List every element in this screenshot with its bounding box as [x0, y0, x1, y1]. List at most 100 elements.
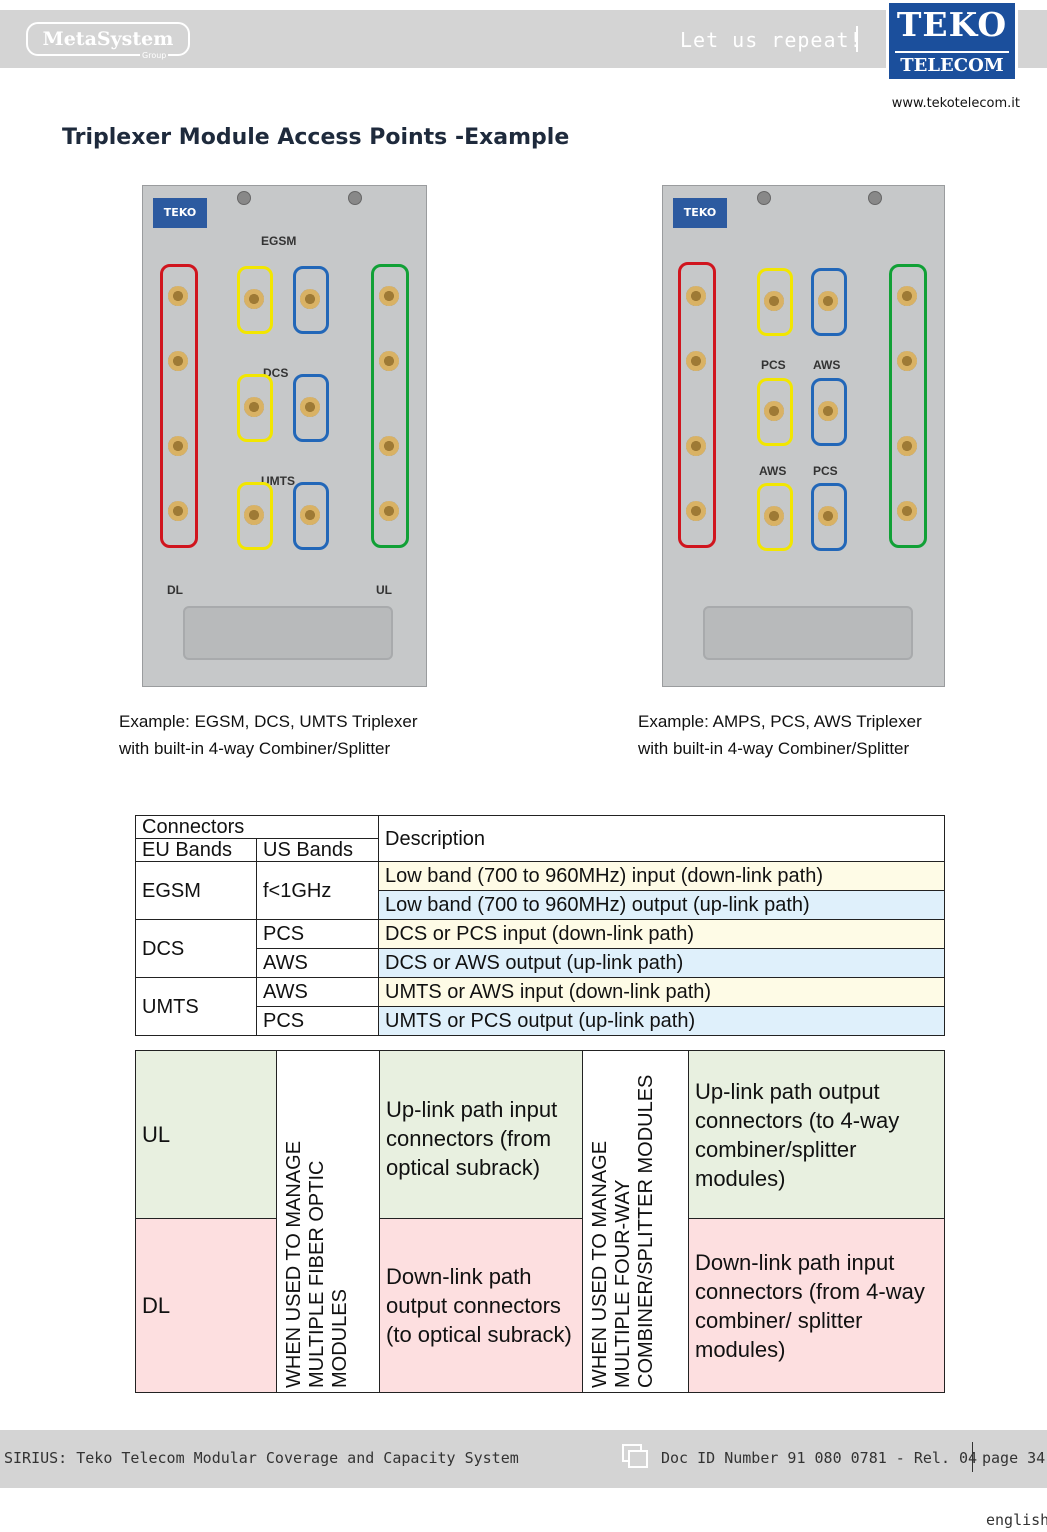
egsm-output-box	[293, 266, 329, 334]
splitter-note-cell: WHEN USED TO MANAGE MULTIPLE FOUR-WAY CO…	[582, 1050, 689, 1393]
description-cell: DCS or AWS output (up-link path)	[378, 948, 945, 978]
ul-connector-group	[371, 264, 409, 548]
connector-icon	[764, 506, 784, 526]
connector-icon	[168, 286, 188, 306]
website-link[interactable]: www.tekotelecom.it	[891, 96, 1020, 111]
connector-icon	[897, 436, 917, 456]
connector-icon	[818, 291, 838, 311]
connector-icon	[897, 501, 917, 521]
header-divider	[856, 26, 858, 52]
dl-connector-group	[678, 262, 716, 548]
teko-logo-divider	[895, 51, 1009, 53]
umts-output-box	[293, 482, 329, 550]
dl-connector-group	[160, 264, 198, 548]
connector-icon	[764, 401, 784, 421]
connector-icon	[244, 289, 264, 309]
connector-icon	[686, 286, 706, 306]
document-icon-back	[628, 1450, 648, 1468]
dl-cell: DL	[135, 1218, 277, 1393]
table-row: Low band (700 to 960MHz) output (up-link…	[136, 890, 945, 920]
page-title: Triplexer Module Access Points -Example	[62, 125, 570, 150]
pcs-output-box	[811, 483, 847, 551]
tagline: Let us repeat!	[680, 28, 863, 52]
connector-icon	[300, 397, 320, 417]
ul-fiber-cell: Up-link path input connectors (from opti…	[379, 1050, 583, 1219]
connector-icon	[818, 506, 838, 526]
screw-icon	[348, 191, 362, 205]
connector-icon	[244, 505, 264, 525]
aws-output-box	[811, 378, 847, 446]
table-row: DL Down-link path output connectors (to …	[135, 1218, 945, 1393]
connector-icon	[300, 505, 320, 525]
description-header: Description	[378, 815, 945, 862]
umts-input-box	[237, 482, 273, 550]
ul-label: UL	[376, 583, 392, 597]
us-band-cell: AWS	[256, 948, 379, 978]
module-handle	[183, 606, 393, 660]
description-cell: Low band (700 to 960MHz) output (up-link…	[378, 890, 945, 920]
caption-right-line1: Example: AMPS, PCS, AWS Triplexer	[638, 712, 922, 731]
aws-label: AWS	[813, 358, 841, 372]
connector-icon	[764, 291, 784, 311]
table-row: UMTS AWS UMTS or AWS input (down-link pa…	[135, 977, 945, 1036]
connector-icon	[168, 501, 188, 521]
caption-right-line2: with built-in 4-way Combiner/Splitter	[638, 739, 910, 758]
us-band-cell: f<1GHz	[256, 861, 379, 920]
pcs-label: PCS	[761, 358, 786, 372]
connector-icon	[686, 351, 706, 371]
header-bar	[0, 10, 1047, 68]
table-row: PCS UMTS or PCS output (up-link path)	[136, 1006, 945, 1036]
dcs-input-box	[237, 374, 273, 442]
connector-icon	[686, 436, 706, 456]
connector-icon	[300, 289, 320, 309]
connector-icon	[897, 351, 917, 371]
low-input-box	[757, 268, 793, 336]
us-band-cell: PCS	[256, 919, 379, 949]
description-cell: UMTS or AWS input (down-link path)	[378, 977, 945, 1007]
metasystem-group-label: Group	[140, 51, 169, 60]
connector-icon	[818, 401, 838, 421]
connector-icon	[897, 286, 917, 306]
pcs-input-box	[757, 378, 793, 446]
screw-icon	[868, 191, 882, 205]
ul-cell: UL	[135, 1050, 277, 1219]
table-row: EGSM f<1GHz Low band (700 to 960MHz) inp…	[135, 861, 945, 920]
connector-icon	[379, 436, 399, 456]
footer-divider	[972, 1442, 973, 1472]
module-handle	[703, 606, 913, 660]
teko-logo-bottom: TELECOM	[900, 55, 1004, 76]
eu-band-cell: EGSM	[135, 861, 257, 920]
aws-input-box	[757, 483, 793, 551]
table-row: DCS PCS DCS or PCS input (down-link path…	[135, 919, 945, 978]
description-cell: DCS or PCS input (down-link path)	[378, 919, 945, 949]
us-band-cell: AWS	[256, 977, 379, 1007]
connectors-header: Connectors	[135, 815, 379, 839]
dl-fiber-cell: Down-link path output connectors (to opt…	[379, 1218, 583, 1393]
footer-doc-id: Doc ID Number 91 080 0781 - Rel. 04	[661, 1449, 978, 1467]
screw-icon	[237, 191, 251, 205]
footer-system-name: SIRIUS: Teko Telecom Modular Coverage an…	[4, 1449, 519, 1467]
ul-dl-table: UL WHEN USED TO MANAGE MULTIPLE FIBER OP…	[135, 1050, 945, 1393]
fiber-note-cell: WHEN USED TO MANAGE MULTIPLE FIBER OPTIC…	[276, 1050, 380, 1393]
connector-icon	[168, 436, 188, 456]
metasystem-logo: MetaSystem	[26, 22, 190, 56]
caption-left-line1: Example: EGSM, DCS, UMTS Triplexer	[119, 712, 418, 731]
caption-right: Example: AMPS, PCS, AWS Triplexer with b…	[638, 708, 978, 762]
egsm-label: EGSM	[261, 234, 297, 248]
screw-icon	[757, 191, 771, 205]
caption-left: Example: EGSM, DCS, UMTS Triplexer with …	[119, 708, 459, 762]
teko-logo-top: TEKO	[896, 5, 1008, 44]
footer-page-number: page 34	[982, 1449, 1046, 1467]
us-band-cell: PCS	[256, 1006, 379, 1036]
low-output-box	[811, 268, 847, 336]
language-label: english	[986, 1511, 1047, 1529]
footer-bar	[0, 1430, 1047, 1488]
dcs-output-box	[293, 374, 329, 442]
connector-icon	[379, 501, 399, 521]
aws-label: AWS	[759, 464, 787, 478]
fiber-note: WHEN USED TO MANAGE MULTIPLE FIBER OPTIC…	[283, 1140, 351, 1388]
connector-icon	[168, 351, 188, 371]
caption-left-line2: with built-in 4-way Combiner/Splitter	[119, 739, 391, 758]
connector-icon	[244, 397, 264, 417]
ul-connector-group	[889, 264, 927, 548]
